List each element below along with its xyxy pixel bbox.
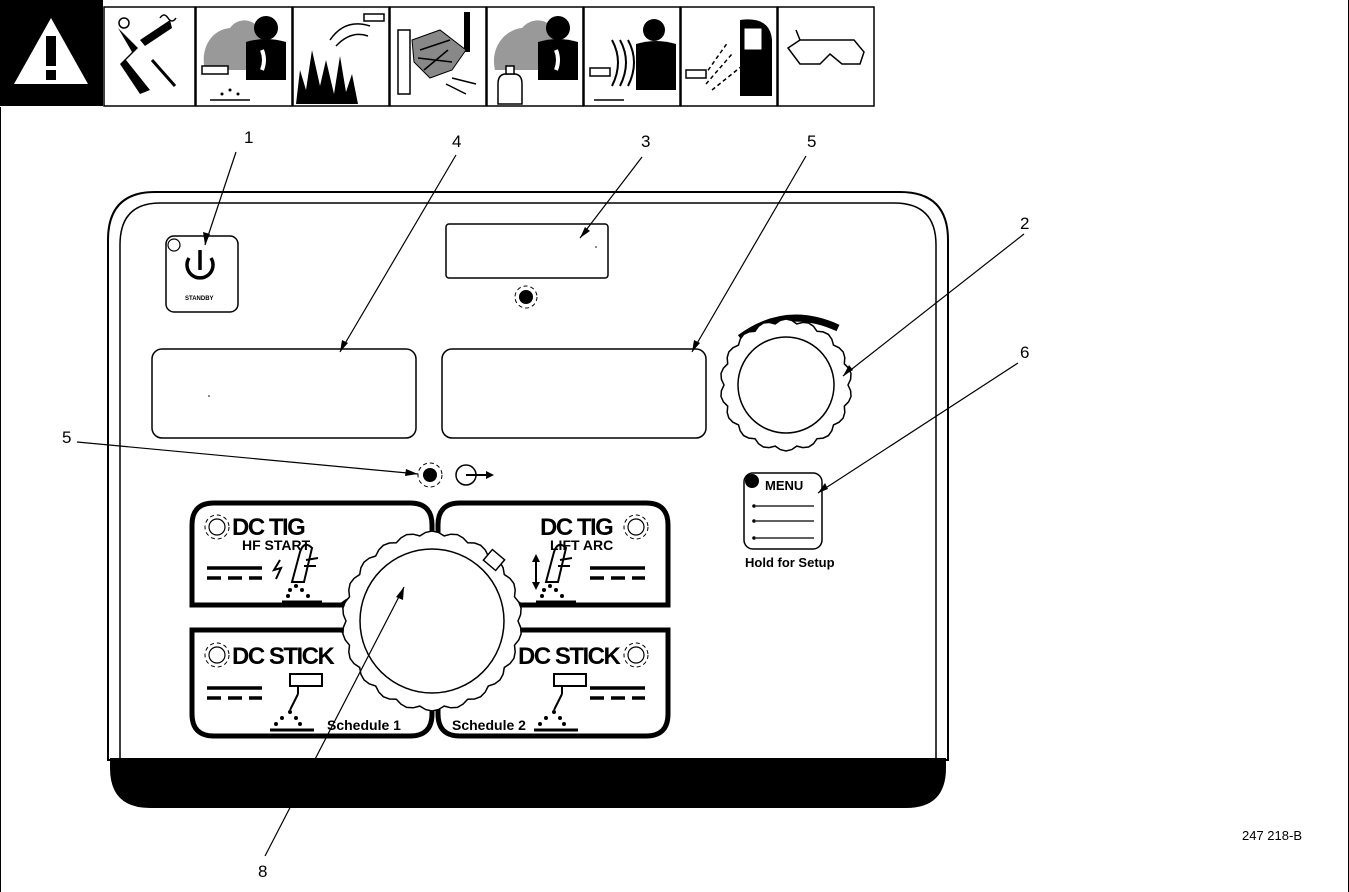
standby-button[interactable] [165,235,239,313]
menu-label: MENU [765,478,804,493]
schedule-2-label: Schedule 2 [452,717,526,733]
callout-2: 2 [1020,214,1030,233]
mode-tig-hf-subtitle: HF START [242,537,311,553]
selector-pointer [482,548,506,572]
mode-stick-1-title: DC STICK [232,643,335,670]
dc-symbol-icon [590,686,645,700]
callout-4: 4 [452,132,462,151]
fumes-icon [195,6,293,107]
explosion-icon [292,6,390,107]
mode-stick-2-title: DC STICK [518,643,621,670]
stick-electrode-icon [270,673,323,732]
electric-shock-icon [103,6,196,107]
tig-hf-torch-icon [271,543,322,604]
left-display [151,348,417,439]
noise-rays-icon [583,6,681,107]
dc-symbol-icon [207,686,262,700]
mode-led-stick-2 [623,642,649,668]
shielding-gas-icon [486,6,584,107]
left-display-indicator [417,462,443,488]
top-display-indicator [514,285,538,309]
hold-for-setup-label: Hold for Setup [745,555,835,570]
mode-tig-lift-subtitle: LIFT ARC [550,537,614,553]
callout-3: 3 [641,132,651,151]
document-reference: 247 218-B [1242,828,1302,843]
mode-tig-lift-title: DC TIG [540,514,614,541]
warning-triangle-icon [0,0,103,106]
mode-led-stick-1 [204,642,230,668]
adjustment-knob[interactable] [720,314,852,452]
callout-5-top: 5 [807,132,817,151]
callout-8: 8 [258,862,268,881]
callout-arrowheads [203,227,853,600]
schedule-1-label: Schedule 1 [327,717,401,733]
control-panel [107,191,949,808]
right-display [441,348,707,439]
callout-leaders [76,151,1025,857]
standby-label: STANDBY [185,296,214,302]
safety-icon-strip [0,0,875,107]
mode-led-tig-hf [204,514,230,540]
process-selector-knob[interactable] [342,530,522,712]
output-indicator-icon [455,464,494,486]
callout-1: 1 [244,128,254,147]
cylinder-hazard-icon [389,6,487,107]
mode-led-tig-lift [623,514,649,540]
mode-tig-hf-title: DC TIG [232,514,306,541]
stick-electrode-icon [534,673,587,732]
menu-button[interactable] [743,472,823,550]
dc-symbol-icon [590,566,645,580]
callout-5-left: 5 [62,428,72,447]
callout-6: 6 [1020,343,1030,362]
safety-glasses-icon [777,6,875,107]
tig-lift-torch-icon [532,543,576,604]
arc-rays-icon [680,6,778,107]
top-display [445,223,609,279]
power-icon [185,257,215,280]
dc-symbol-icon [207,566,262,580]
